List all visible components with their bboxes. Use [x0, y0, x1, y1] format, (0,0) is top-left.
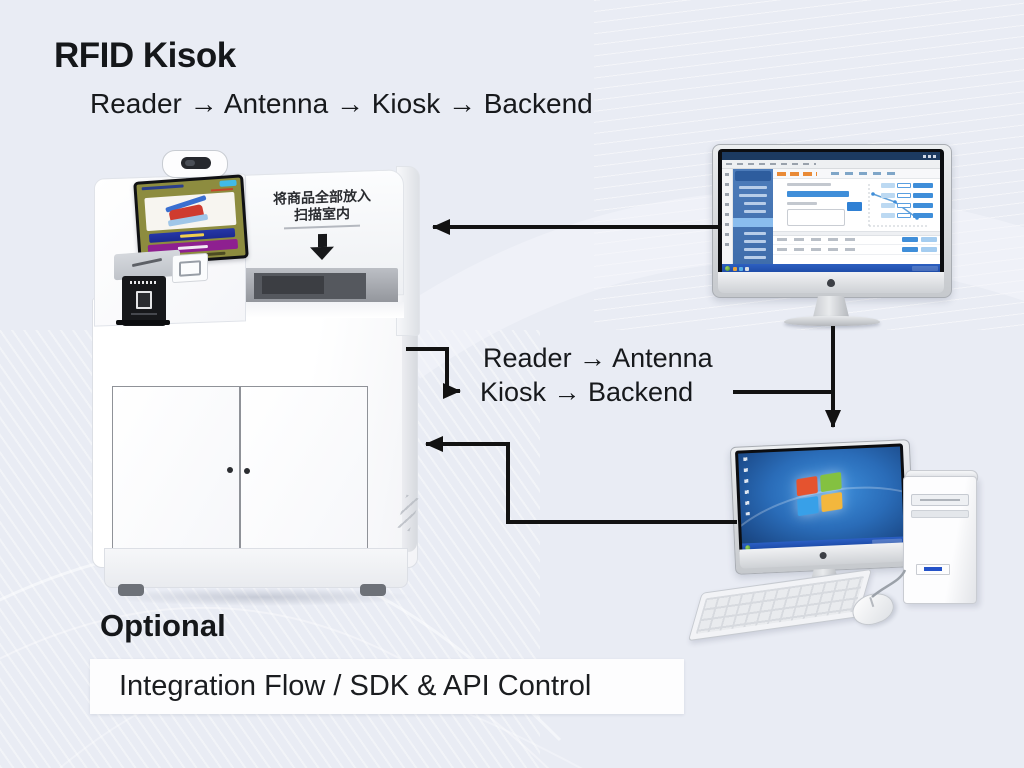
pc-monitor	[729, 439, 916, 597]
kiosk-foot-left	[118, 584, 144, 596]
section-divider	[773, 231, 940, 236]
page-title: RFID Kisok	[54, 36, 236, 75]
flow-label-line1: Reader → Antenna	[483, 343, 713, 373]
receipt-printer	[122, 276, 166, 326]
flow-label-line2: Kiosk → Backend	[480, 377, 694, 407]
cabinet-right-door	[240, 386, 368, 558]
windows-taskbar	[722, 264, 940, 272]
bin-notice-text: 将商品全部放入 扫描室内	[241, 186, 403, 226]
sidebar-header	[735, 171, 771, 181]
left-door-knob	[227, 467, 233, 473]
tower-badge	[916, 564, 950, 575]
kiosk-bin-front-lip	[232, 302, 404, 318]
drive-bay	[911, 510, 969, 518]
app-toolbar	[773, 169, 940, 179]
blue-chip	[847, 202, 862, 211]
table-row	[773, 235, 940, 245]
app-title-bar	[722, 152, 940, 160]
kiosk-bin-cavity	[236, 268, 398, 306]
kiosk-ui-cyan-button	[219, 179, 237, 187]
system-tray	[912, 266, 938, 271]
app-icon-strip	[722, 169, 733, 264]
kiosk-screen-ui	[136, 177, 246, 263]
management-software-screen	[722, 152, 940, 272]
flow-summary: Reader → Antenna → Kiosk → Backend	[90, 88, 593, 119]
progress-bar	[787, 191, 849, 197]
kiosk-ui-subbar	[210, 188, 234, 192]
optional-heading: Optional	[100, 608, 226, 643]
caption-box: Integration Flow / SDK & API Control	[90, 659, 684, 714]
desktop-icons-column	[743, 457, 750, 516]
down-arrow-icon-tip	[310, 246, 334, 261]
start-orb-icon	[725, 266, 730, 271]
backend-monitor	[712, 144, 952, 326]
bin-cavity-deep	[262, 276, 324, 294]
kiosk-plinth	[104, 548, 408, 588]
apple-logo-icon	[827, 279, 835, 287]
windows-logo-icon	[796, 471, 844, 517]
kiosk-foot-right	[360, 584, 386, 596]
caption-text: Integration Flow / SDK & API Control	[119, 670, 592, 702]
windows-desktop-screen	[738, 446, 905, 552]
kiosk-shadow	[108, 588, 414, 606]
receipt-slot	[116, 320, 170, 325]
monitor-stand-neck	[813, 296, 849, 317]
bin-notice-subline	[284, 224, 360, 230]
form-field-box	[787, 209, 845, 226]
app-sidebar	[733, 169, 773, 264]
kiosk-ui-header	[136, 177, 240, 193]
down-arrow-icon	[317, 233, 327, 248]
table-row	[773, 245, 940, 255]
nfc-keypad	[172, 252, 208, 284]
kiosk-product-image	[144, 191, 237, 232]
sidebar-selected-item	[733, 218, 773, 227]
monitor-stand-base	[784, 316, 880, 326]
right-door-knob	[244, 468, 250, 474]
app-main-area	[773, 169, 940, 264]
cabinet-left-door	[112, 386, 240, 560]
action-button-panel	[881, 183, 937, 223]
app-menu-bar	[722, 160, 940, 169]
optical-drive	[911, 494, 969, 506]
camera-lens	[181, 157, 211, 169]
